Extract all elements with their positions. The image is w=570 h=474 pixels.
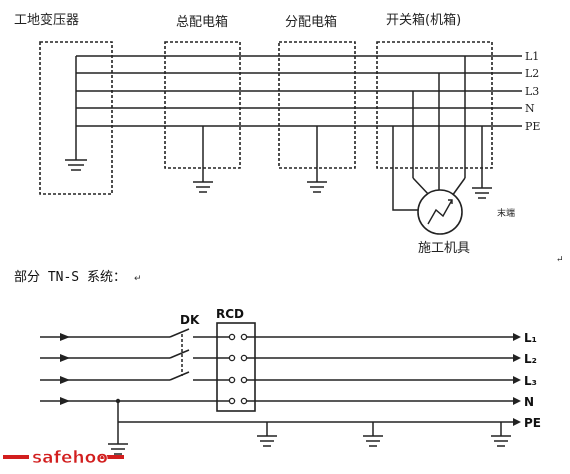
main-box-title: 总配电箱 bbox=[176, 14, 228, 30]
outgoing-lines bbox=[117, 333, 521, 444]
dk-switch-icon bbox=[169, 328, 232, 381]
sub-box-ground-icon bbox=[307, 126, 327, 193]
main-box-ground-icon bbox=[193, 126, 213, 193]
end-label: 末端 bbox=[497, 207, 515, 219]
motor-label: 施工机具 bbox=[418, 241, 470, 256]
line-label-l2: L2 bbox=[525, 67, 539, 80]
caption: 部分 TN-S 系统： bbox=[14, 270, 126, 285]
top-bus-lines bbox=[76, 55, 522, 127]
rcd-label: RCD bbox=[216, 307, 244, 321]
line-label-l1: L1 bbox=[525, 50, 539, 63]
rcd-box bbox=[216, 322, 256, 412]
bottom-label-pe: PE bbox=[524, 416, 541, 430]
bottom-label-l1: L₁ bbox=[524, 331, 537, 345]
switch-box bbox=[376, 41, 493, 169]
safehoo-logo: safehoo bbox=[3, 448, 124, 468]
bottom-label-l2: L₂ bbox=[524, 352, 537, 366]
rcd-terminals-icon bbox=[228, 333, 248, 405]
line-label-pe: PE bbox=[525, 120, 540, 133]
dk-label: DK bbox=[180, 313, 200, 327]
switch-box-ground-icon bbox=[472, 126, 492, 199]
incoming-lines bbox=[40, 333, 232, 405]
return-mark: ↵ bbox=[556, 255, 564, 265]
bottom-label-n: N bbox=[524, 395, 534, 409]
line-label-l3: L3 bbox=[525, 85, 539, 98]
transformer-box bbox=[39, 41, 113, 195]
line-label-n: N bbox=[525, 102, 535, 115]
switch-box-title: 开关箱(机箱) bbox=[386, 12, 461, 28]
transformer-ground-icon bbox=[65, 56, 87, 171]
main-distribution-box bbox=[164, 41, 241, 169]
transformer-title: 工地变压器 bbox=[14, 12, 79, 28]
sub-box-title: 分配电箱 bbox=[285, 14, 337, 30]
watermark-text: safehoo bbox=[32, 448, 108, 468]
motor-icon bbox=[417, 189, 463, 235]
n-pe-junction bbox=[115, 398, 121, 404]
pe-ground-icons bbox=[108, 422, 511, 455]
caption-return-mark: ↵ bbox=[134, 274, 142, 284]
bottom-label-l3: L₃ bbox=[524, 374, 537, 388]
motor-feed-wires bbox=[392, 56, 466, 211]
